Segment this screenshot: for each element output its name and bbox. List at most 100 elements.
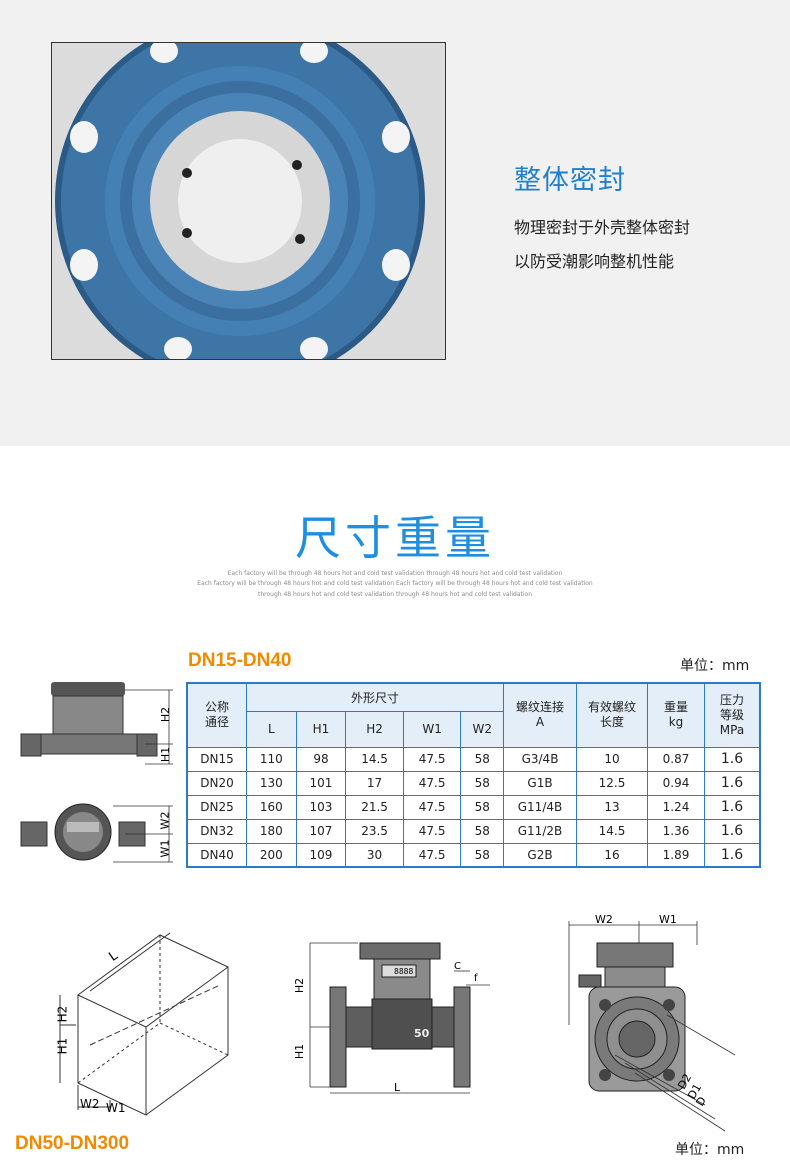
meter-size-mark: 50 <box>414 1027 430 1040</box>
fineprint-line-1: Each factory will be through 48 hours ho… <box>227 570 563 577</box>
cell-h2: 14.5 <box>345 746 404 772</box>
front-h1-label: H1 <box>293 1043 307 1060</box>
meter-display: 8888 <box>394 967 414 976</box>
cell-thread: G11/4B <box>503 794 577 820</box>
cell-dn: DN40 <box>186 842 247 868</box>
front-l-label: L <box>394 1081 401 1094</box>
cell-h1: 98 <box>295 746 347 772</box>
small-meter-front-diagram: H2 H1 W2 W1 <box>15 672 185 886</box>
small-w2-label: W2 <box>158 811 172 830</box>
cell-pressure: 1.6 <box>704 842 761 868</box>
header-H1: H1 <box>295 710 347 748</box>
cell-w1: 47.5 <box>402 842 462 868</box>
cell-dn: DN20 <box>186 770 247 796</box>
small-h1-label: H1 <box>159 746 173 763</box>
front-view-diagram: 8888 50 H2 H1 L C f <box>290 935 500 1110</box>
side-view-diagram: W2 W1 D2 D1 D <box>555 905 765 1143</box>
front-f-label: f <box>474 973 478 984</box>
cell-w1: 47.5 <box>402 818 462 844</box>
cell-dn: DN25 <box>186 794 247 820</box>
cell-thread: G1B <box>503 770 577 796</box>
cell-h2: 30 <box>345 842 404 868</box>
cell-l: 180 <box>246 818 297 844</box>
cell-h1: 101 <box>295 770 347 796</box>
side-w2-label: W2 <box>595 913 613 926</box>
cell-weight: 0.87 <box>647 746 705 772</box>
cell-w2: 58 <box>460 818 504 844</box>
large-range-label: DN50-DN300 <box>15 1133 130 1154</box>
fineprint-line-2: Each factory will be through 48 hours ho… <box>197 580 593 587</box>
header-W1: W1 <box>402 710 462 748</box>
cell-w2: 58 <box>460 746 504 772</box>
cell-w1: 47.5 <box>402 770 462 796</box>
header-nominal: 公称通径 <box>186 682 247 748</box>
cell-h1: 107 <box>295 818 347 844</box>
cell-w2: 58 <box>460 794 504 820</box>
cell-dn: DN15 <box>186 746 247 772</box>
cell-effective: 10 <box>576 746 648 772</box>
front-c-label: C <box>454 961 461 972</box>
cell-l: 130 <box>246 770 297 796</box>
small-h2-label: H2 <box>159 706 173 723</box>
cell-pressure: 1.6 <box>704 818 761 844</box>
small-w1-label: W1 <box>158 839 172 858</box>
seal-line-2: 以防受潮影响整机性能 <box>514 252 675 271</box>
cell-effective: 16 <box>576 842 648 868</box>
small-range-unit: 单位：mm <box>680 658 750 674</box>
cell-w2: 58 <box>460 842 504 868</box>
box-dimension-diagram: L H2 H1 W2 W1 <box>50 925 260 1125</box>
side-w1-label: W1 <box>659 913 677 926</box>
header-dims: 外形尺寸 <box>246 682 504 712</box>
cell-h2: 21.5 <box>345 794 404 820</box>
cell-w2: 58 <box>460 770 504 796</box>
seal-line-1: 物理密封于外壳整体密封 <box>514 218 691 237</box>
cell-effective: 13 <box>576 794 648 820</box>
cell-effective: 14.5 <box>576 818 648 844</box>
cell-l: 110 <box>246 746 297 772</box>
header-effective: 有效螺纹长度 <box>576 682 648 748</box>
cell-thread: G2B <box>503 842 577 868</box>
front-h2-label: H2 <box>293 977 307 994</box>
cell-thread: G11/2B <box>503 818 577 844</box>
cell-pressure: 1.6 <box>704 770 761 796</box>
section-title: 尺寸重量 <box>295 511 495 565</box>
cell-weight: 0.94 <box>647 770 705 796</box>
box-w1-label: W1 <box>106 1101 126 1115</box>
cell-l: 160 <box>246 794 297 820</box>
cell-weight: 1.24 <box>647 794 705 820</box>
cell-thread: G3/4B <box>503 746 577 772</box>
cell-pressure: 1.6 <box>704 746 761 772</box>
cell-h1: 103 <box>295 794 347 820</box>
fineprint-line-3: through 48 hours hot and cold test valid… <box>257 591 532 598</box>
box-h2-label: H2 <box>55 1005 70 1023</box>
box-h1-label: H1 <box>55 1037 70 1055</box>
flange-photo <box>51 42 446 360</box>
cell-weight: 1.89 <box>647 842 705 868</box>
header-L: L <box>246 710 297 748</box>
seal-title: 整体密封 <box>514 165 626 196</box>
cell-pressure: 1.6 <box>704 794 761 820</box>
header-H2: H2 <box>345 710 404 748</box>
cell-effective: 12.5 <box>576 770 648 796</box>
small-range-label: DN15-DN40 <box>188 650 292 671</box>
box-w2-label: W2 <box>80 1097 100 1111</box>
cell-w1: 47.5 <box>402 746 462 772</box>
large-range-unit: 单位：mm <box>675 1142 745 1158</box>
header-W2: W2 <box>460 710 504 748</box>
seal-section: 整体密封 物理密封于外壳整体密封 以防受潮影响整机性能 <box>0 0 790 446</box>
cell-weight: 1.36 <box>647 818 705 844</box>
cell-w1: 47.5 <box>402 794 462 820</box>
cell-h1: 109 <box>295 842 347 868</box>
cell-l: 200 <box>246 842 297 868</box>
cell-h2: 17 <box>345 770 404 796</box>
cell-h2: 23.5 <box>345 818 404 844</box>
